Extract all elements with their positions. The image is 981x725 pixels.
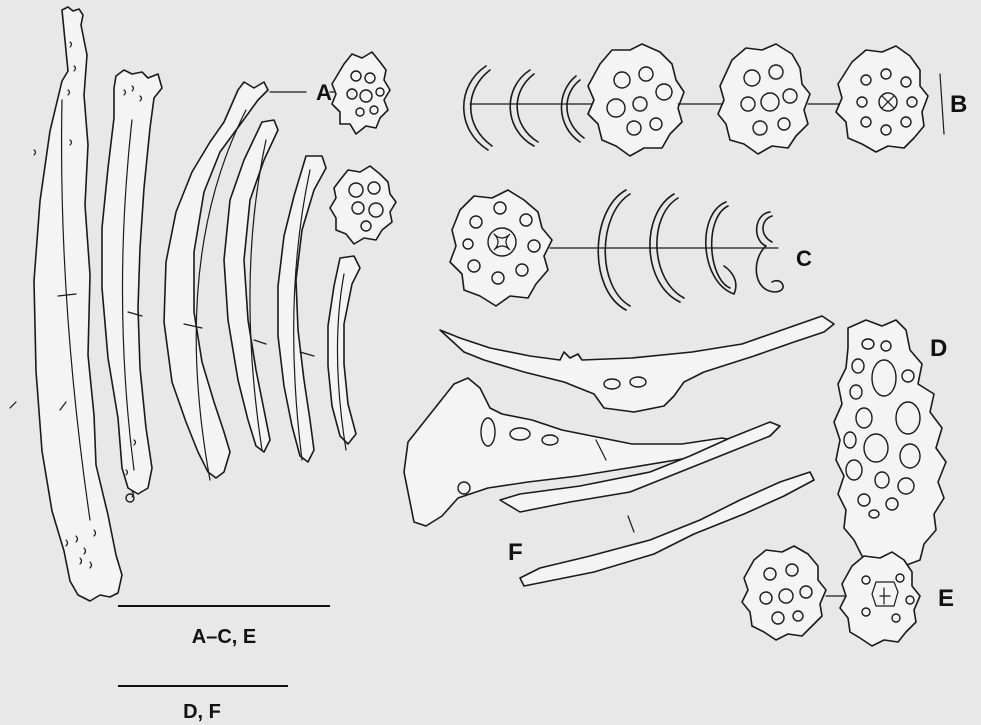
label-panel-d: D: [930, 335, 947, 362]
label-panel-f: F: [508, 539, 523, 566]
label-panel-e: E: [938, 585, 954, 612]
scale-bar-label-2: D, F: [183, 701, 221, 723]
label-panel-b: B: [950, 91, 967, 118]
label-panel-c: C: [796, 246, 812, 271]
scale-bar-label-1: A–C, E: [192, 626, 256, 648]
label-panel-a: A: [316, 80, 332, 105]
